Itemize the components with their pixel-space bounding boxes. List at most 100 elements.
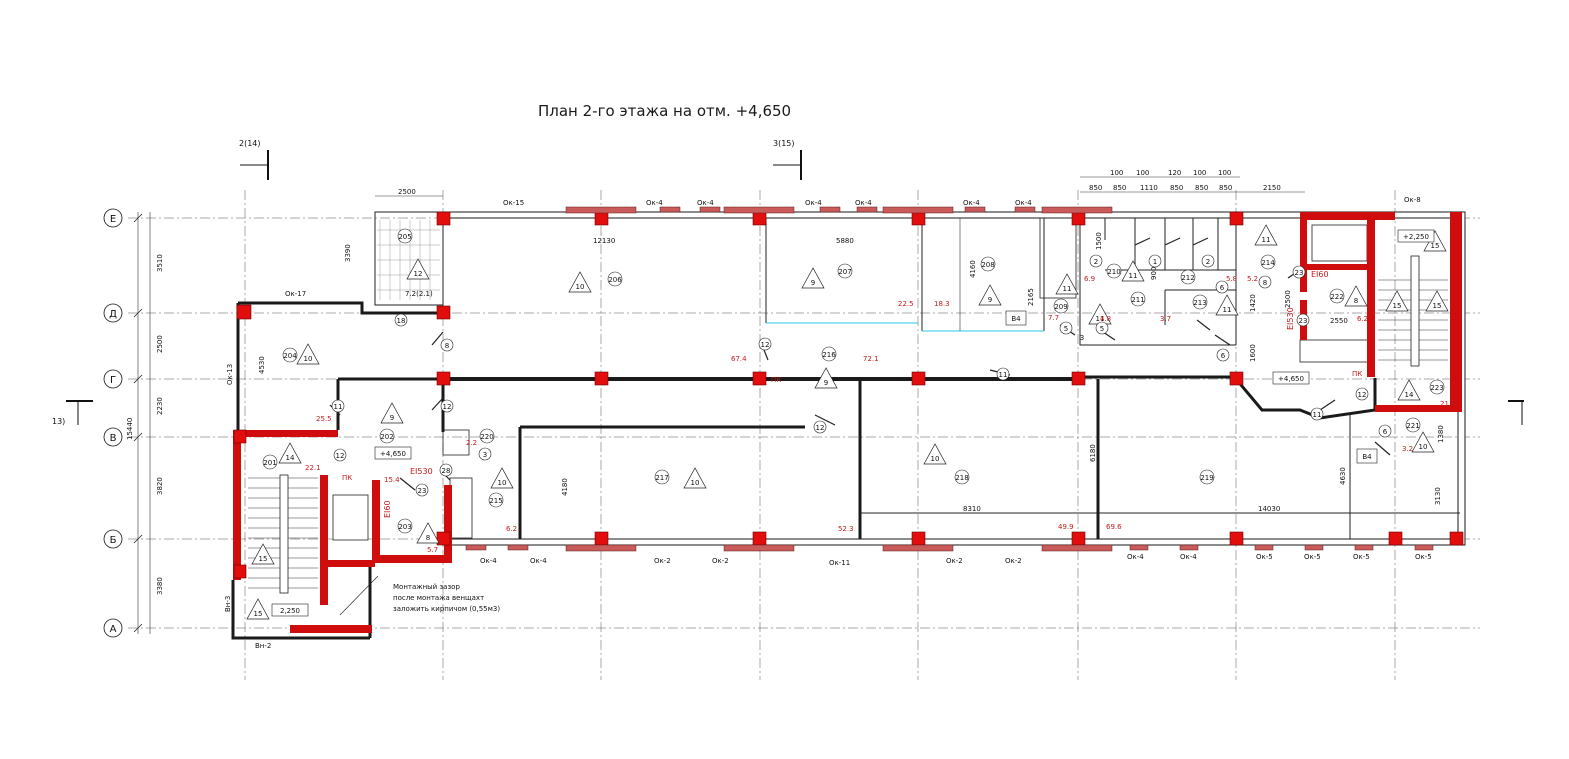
triangle-mark: 15 xyxy=(1431,242,1440,250)
triangle-mark: 15 xyxy=(254,610,263,618)
elevation-mark: +2,250 xyxy=(1403,233,1429,241)
stairwell-right xyxy=(1378,255,1448,367)
room-dimensions: 3390 12130 5880 4160 2165 4530 4180 6180… xyxy=(258,232,1445,513)
area-label: 18.3 xyxy=(934,300,950,308)
door-mark: 3 xyxy=(1080,334,1084,342)
room-dimension: 2550 xyxy=(1330,317,1348,325)
fire-rating: EI60 xyxy=(383,500,392,518)
room-number: 201 xyxy=(263,459,276,467)
note-line: Монтажный зазор xyxy=(393,583,460,591)
door-mark: 2 xyxy=(1094,258,1098,266)
door-mark: 12 xyxy=(336,452,345,460)
fire-rating: EI60 xyxy=(1311,270,1329,279)
room-number: 206 xyxy=(608,276,622,284)
window-label: Ок-8 xyxy=(1404,196,1421,204)
door-mark: 12 xyxy=(1358,391,1367,399)
door-mark: 23 xyxy=(418,487,427,495)
area-label: 2.2 xyxy=(466,439,477,447)
door-mark: 6 xyxy=(1220,284,1225,292)
fire-rating: EI530 xyxy=(1286,307,1295,330)
triangle-mark: 9 xyxy=(811,279,815,287)
axis-label: Г xyxy=(110,375,116,386)
axis-label: В xyxy=(110,433,117,444)
window-label: Ок-4 xyxy=(1180,553,1197,561)
room-number: 219 xyxy=(1200,474,1213,482)
section-mark-3: 3(15) xyxy=(773,139,802,180)
axis-dimension: 2230 xyxy=(156,397,164,415)
section-mark-2: 2(14) xyxy=(239,139,269,180)
area-label: 49.9 xyxy=(1058,523,1074,531)
window-label: Ок-4 xyxy=(963,199,980,207)
axis-label: А xyxy=(110,624,117,635)
window-label: Ок-4 xyxy=(646,199,663,207)
room-number: 205 xyxy=(398,233,411,241)
area-label: 69.6 xyxy=(1106,523,1122,531)
door-mark: 11 xyxy=(1313,411,1322,419)
windows-bottom: Ок-4 Ок-4 Ок-2 Ок-2 Ок-11 Ок-2 Ок-2 Ок-4… xyxy=(480,553,1432,567)
room-dimension: 8310 xyxy=(963,505,981,513)
room-dimension: 14030 xyxy=(1258,505,1280,513)
top-dimension-small: 120 xyxy=(1168,169,1181,177)
top-dimension-small: 100 xyxy=(1193,169,1206,177)
room-numbers: 205 206 207 208 204 202 201 203 216 217 … xyxy=(262,228,1445,534)
note-line: заложить кирпичом (0,55м3) xyxy=(393,605,500,613)
room-dimension: 4180 xyxy=(561,478,569,496)
top-dimension-small: 100 xyxy=(1136,169,1149,177)
area-label: 3.7 xyxy=(1160,315,1171,323)
door-mark: 11 xyxy=(999,371,1008,379)
note-line: после монтажа венщахт xyxy=(393,594,484,602)
axis-bubble-Е: Е xyxy=(103,208,123,228)
top-dimension-small: 100 xyxy=(1110,169,1123,177)
b4-label: В4 xyxy=(1362,453,1372,461)
door-mark: 28 xyxy=(442,467,451,475)
dimension-chain-left: 3510 2500 2230 3820 3380 15440 xyxy=(126,212,164,634)
door-mark: 23 xyxy=(1299,317,1308,325)
room-number: 202 xyxy=(380,433,393,441)
section-mark-label: 3(15) xyxy=(773,139,795,148)
top-dimension: 850 xyxy=(1089,184,1102,192)
axis-bubble-В: В xyxy=(103,427,123,447)
room-number: 213 xyxy=(1193,299,1206,307)
window-label: Ок-5 xyxy=(1415,553,1432,561)
door-mark: 6 xyxy=(1383,428,1388,436)
door-mark: 12 xyxy=(761,341,770,349)
room-dimension: 1600 xyxy=(1249,344,1257,362)
door-mark: 23 xyxy=(1295,269,1304,277)
top-dimension: 2150 xyxy=(1263,184,1281,192)
axis-label: Б xyxy=(110,535,117,546)
elevation-mark: 2,250 xyxy=(280,607,300,615)
triangle-mark: 12 xyxy=(414,270,423,278)
room-dimension: 3390 xyxy=(344,244,352,262)
vent-label: Вн-3 xyxy=(224,596,232,612)
room-dimension: 4530 xyxy=(258,356,266,374)
axis-label: Д xyxy=(109,309,117,320)
fire-ratings: EI530 EI60 EI60 EI530 xyxy=(383,270,1329,518)
room-number: 221 xyxy=(1406,422,1419,430)
stairwell-left xyxy=(248,474,369,594)
door-mark: 18 xyxy=(397,317,406,325)
window-label: Ок-4 xyxy=(855,199,872,207)
area-label: 52.3 xyxy=(838,525,854,533)
room-number: 208 xyxy=(981,261,994,269)
door-mark: 12 xyxy=(443,403,452,411)
door-mark: 11 xyxy=(334,403,343,411)
area-label: 21.5 xyxy=(1440,400,1456,408)
area-label: 25.5 xyxy=(316,415,332,423)
installation-note: Монтажный зазор после монтажа венщахт за… xyxy=(339,575,500,616)
room-dimension: 3130 xyxy=(1434,487,1442,505)
window-label: Ок-11 xyxy=(829,559,850,567)
total-dimension: 15440 xyxy=(126,418,134,440)
area-label: 4.8 xyxy=(1100,315,1111,323)
room-dimension: 6180 xyxy=(1089,444,1097,462)
room-dimension: 2500 xyxy=(1284,290,1292,308)
triangle-mark: 10 xyxy=(498,479,507,487)
axis-bubble-А: А xyxy=(103,618,123,638)
window-label: Ок-4 xyxy=(1127,553,1144,561)
axis-label: Е xyxy=(110,214,116,225)
room-dimension: 2165 xyxy=(1027,288,1035,306)
window-label: Ок-4 xyxy=(1015,199,1032,207)
window-label: Ок-2 xyxy=(654,557,671,565)
triangle-markers: 12 10 9 9 10 9 14 8 10 9 10 10 11 11 11 … xyxy=(246,224,1449,620)
room-dimension: 1500 xyxy=(1095,232,1103,250)
triangle-mark: 10 xyxy=(304,355,313,363)
